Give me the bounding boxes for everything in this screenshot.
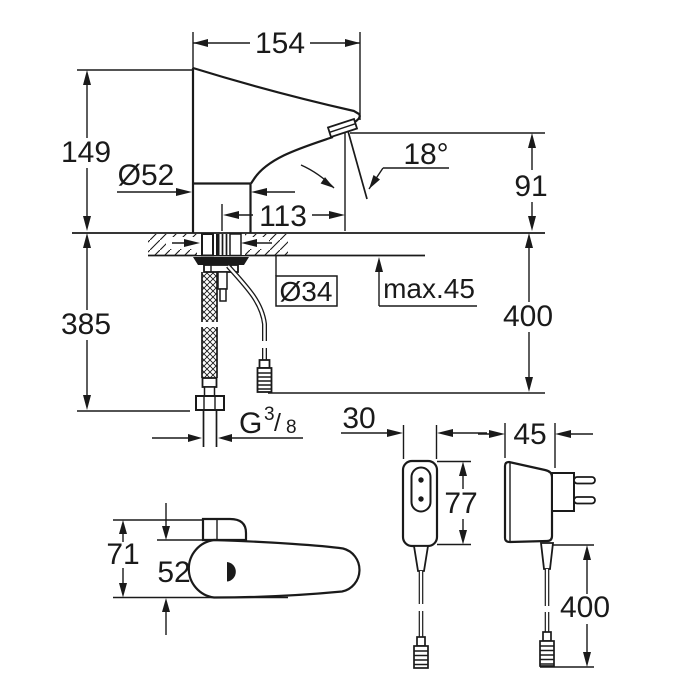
dim-psu-width: 30 <box>341 402 487 459</box>
svg-text:45: 45 <box>513 418 546 451</box>
dim-psu-cable-length: 400 <box>540 544 610 668</box>
svg-text:77: 77 <box>444 487 477 520</box>
label-max-thickness: max.45 <box>375 257 477 307</box>
socket-hole-bottom <box>418 496 424 502</box>
svg-text:400: 400 <box>503 300 553 333</box>
dim-outlet-height: 91 <box>350 132 548 231</box>
svg-text:52: 52 <box>157 556 190 589</box>
thread-denominator: 8 <box>286 417 297 438</box>
svg-text:91: 91 <box>514 170 547 203</box>
aerator <box>326 117 359 139</box>
dim-height: 149 <box>61 69 193 231</box>
psu-cable-front <box>412 545 430 669</box>
svg-text:149: 149 <box>61 136 111 169</box>
svg-text:30: 30 <box>342 402 375 435</box>
thread-slash: / <box>274 409 281 437</box>
faucet-top-view <box>187 517 361 599</box>
faucet-side-view <box>191 66 361 233</box>
sensor-box <box>201 517 248 542</box>
supply-hose <box>195 271 228 447</box>
svg-text:Ø34: Ø34 <box>280 276 333 307</box>
label-spray-angle: 18° <box>403 138 448 171</box>
svg-text:113: 113 <box>259 200 307 233</box>
thread-g: G <box>239 407 262 440</box>
svg-text:Ø52: Ø52 <box>118 159 175 192</box>
power-supply-front-view <box>401 459 439 669</box>
mounting-shank <box>172 233 272 273</box>
sensor-window <box>227 562 236 582</box>
sensor-cable <box>226 264 273 393</box>
dim-psu-depth: 45 <box>478 418 593 468</box>
svg-text:400: 400 <box>560 591 610 624</box>
thread-numerator: 3 <box>264 404 275 425</box>
svg-text:385: 385 <box>61 308 111 341</box>
spray-direction-indicator: 18° <box>300 130 449 231</box>
dim-base-diameter: Ø52 <box>117 159 295 196</box>
dim-top-width-total: 71 <box>106 519 288 599</box>
svg-text:max.45: max.45 <box>383 273 475 304</box>
europlug-pins <box>573 476 596 505</box>
dim-psu-height: 77 <box>437 460 478 546</box>
svg-text:71: 71 <box>106 538 139 571</box>
countertop-section <box>72 232 545 257</box>
label-thread-size: G 3 / 8 <box>152 404 303 442</box>
svg-text:154: 154 <box>255 27 305 60</box>
dim-sensor-distance: 113 <box>221 200 345 233</box>
power-supply-side-view <box>503 460 596 667</box>
dim-hose-length: 385 <box>61 233 190 412</box>
label-hole-diameter: Ø34 <box>275 256 338 307</box>
dim-spout-reach: 154 <box>192 27 361 120</box>
psu-cable-side <box>539 542 555 667</box>
dim-top-width-body: 52 <box>157 503 203 635</box>
socket-hole-top <box>418 477 424 483</box>
dim-cable-length: 400 <box>268 233 553 394</box>
